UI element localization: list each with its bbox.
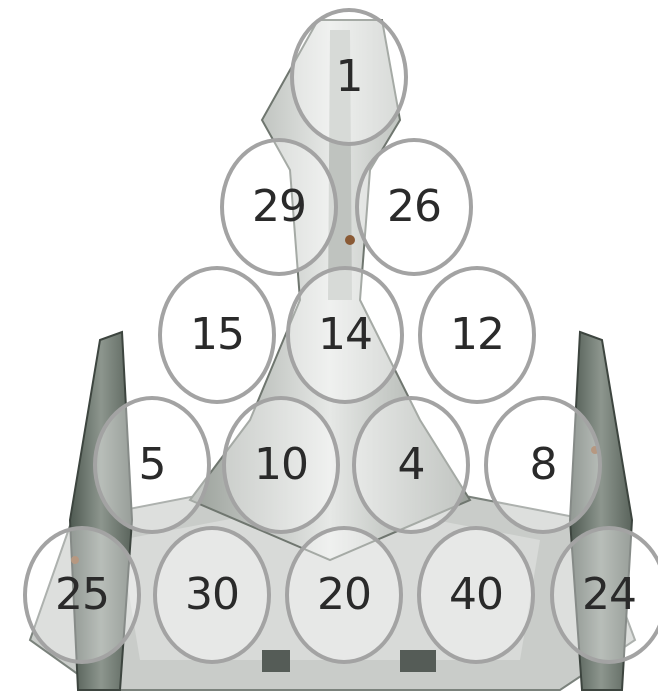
slot-number: 24 — [582, 573, 636, 617]
number-slot[interactable]: 25 — [23, 526, 141, 664]
number-slot[interactable]: 24 — [550, 526, 658, 664]
slot-number: 5 — [139, 443, 166, 487]
slot-number: 40 — [449, 573, 503, 617]
slot-number: 20 — [317, 573, 371, 617]
slot-number: 14 — [318, 313, 372, 357]
number-slot[interactable]: 12 — [418, 266, 536, 404]
number-slot[interactable]: 4 — [352, 396, 470, 534]
slot-number: 8 — [530, 443, 557, 487]
number-slot[interactable]: 15 — [158, 266, 276, 404]
slot-number: 4 — [398, 443, 425, 487]
slot-number: 26 — [387, 185, 441, 229]
number-slot[interactable]: 1 — [290, 8, 408, 146]
number-slot[interactable]: 10 — [222, 396, 340, 534]
slot-number: 1 — [336, 55, 363, 99]
number-slot[interactable]: 26 — [355, 138, 473, 276]
slot-number: 30 — [185, 573, 239, 617]
number-slot[interactable]: 5 — [93, 396, 211, 534]
slot-number: 29 — [252, 185, 306, 229]
slot-number: 25 — [55, 573, 109, 617]
slot-number: 15 — [190, 313, 244, 357]
number-slot[interactable]: 20 — [285, 526, 403, 664]
number-slot[interactable]: 40 — [417, 526, 535, 664]
number-slot[interactable]: 8 — [484, 396, 602, 534]
number-slot[interactable]: 30 — [153, 526, 271, 664]
slot-number: 12 — [450, 313, 504, 357]
number-slot[interactable]: 14 — [286, 266, 404, 404]
slot-number: 10 — [254, 443, 308, 487]
number-slot[interactable]: 29 — [220, 138, 338, 276]
